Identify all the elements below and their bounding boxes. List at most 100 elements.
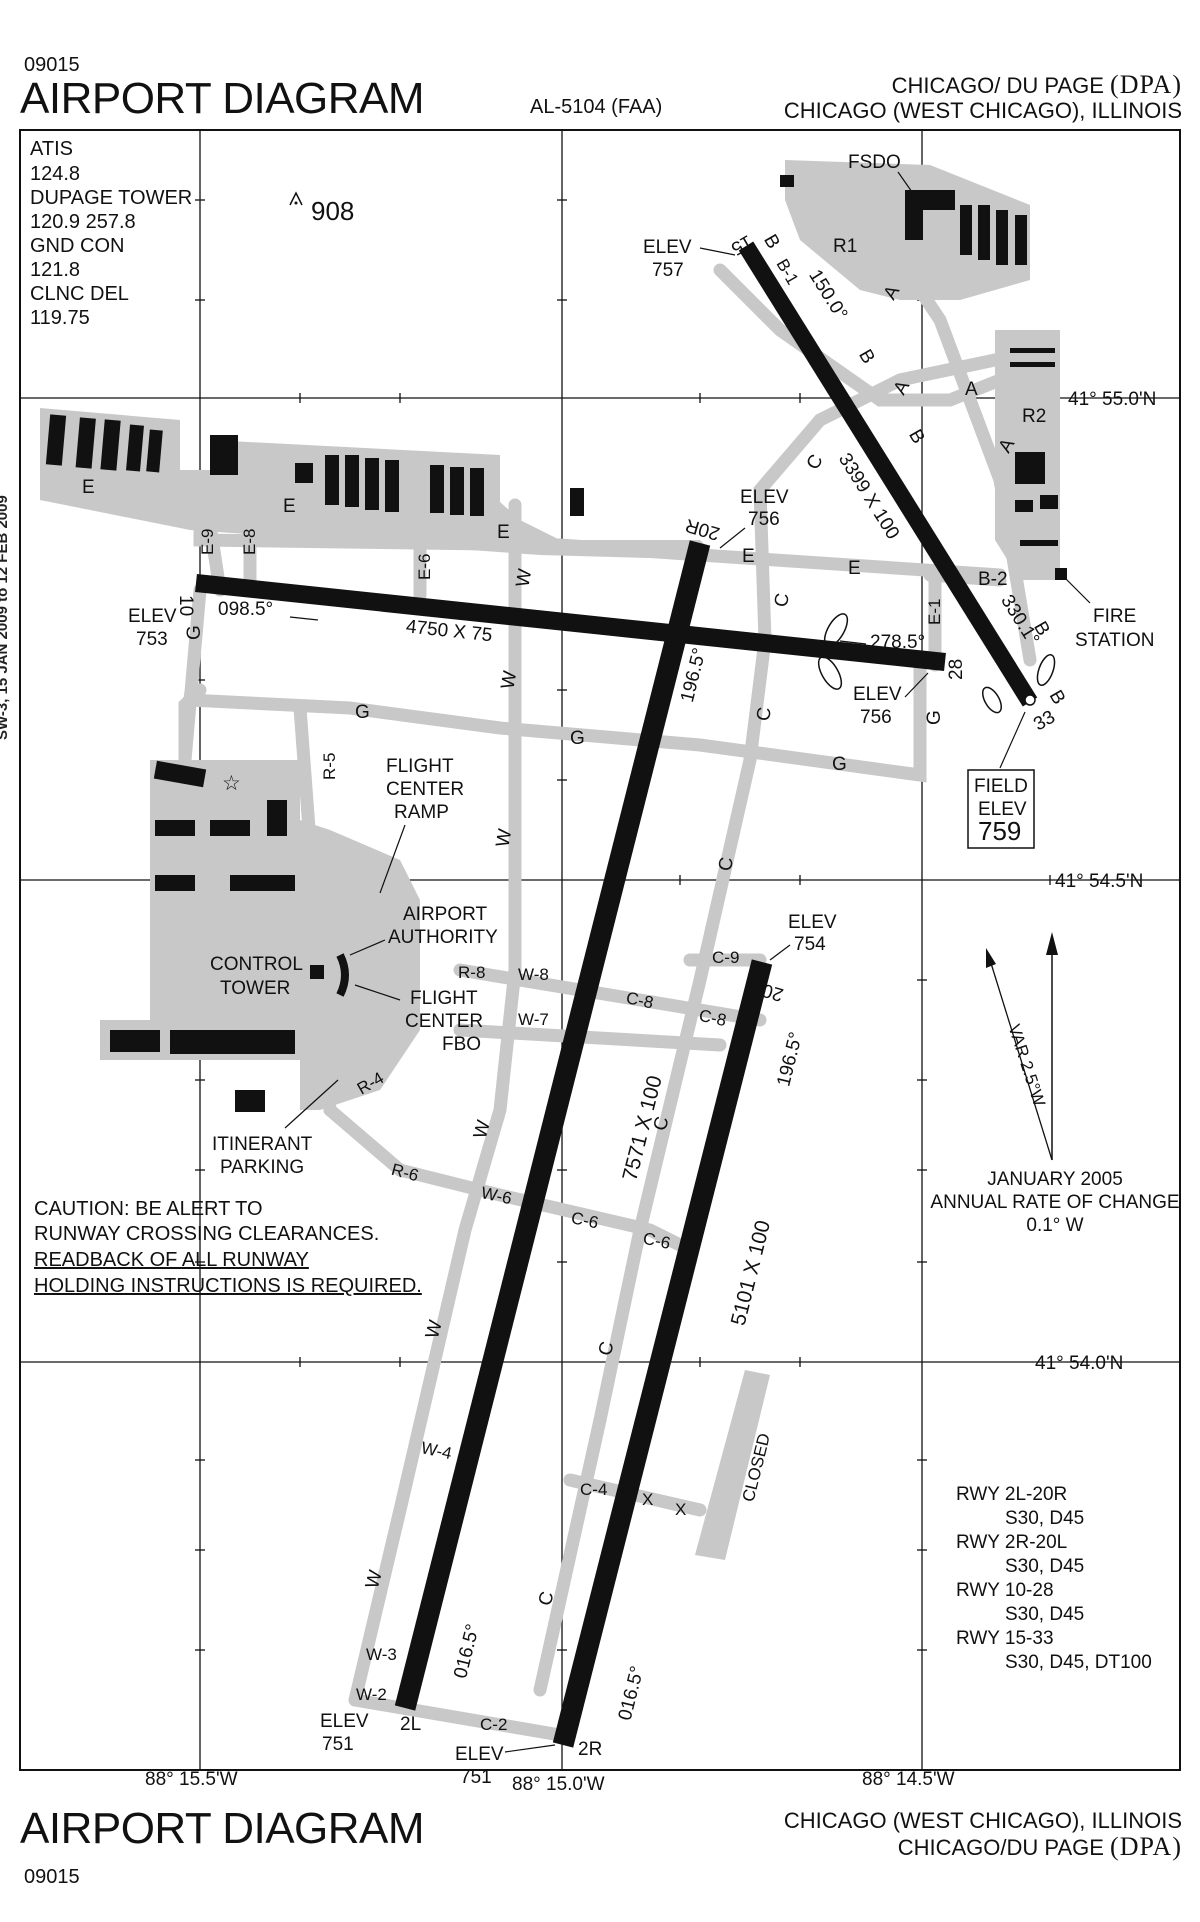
twy-label-g-2: G — [355, 702, 370, 723]
flight-center-fbo-line2: CENTER — [405, 1011, 483, 1032]
taxiways — [178, 223, 1037, 1742]
twy-label-w2: W-2 — [356, 1685, 387, 1704]
twy-label-r2: R2 — [1022, 406, 1046, 427]
caution-line-2: READBACK OF ALL RUNWAY — [34, 1249, 309, 1271]
twy-label-e6: E-6 — [415, 554, 434, 580]
rwy-28-hdg-arrow — [839, 640, 867, 645]
elev-rwy20l-leader — [769, 944, 791, 961]
strength-line-4: RWY 10-28 — [956, 1580, 1054, 1601]
control-tower-line2: TOWER — [220, 978, 290, 999]
taxiway-r5 — [293, 701, 337, 1117]
lat-label-3: 41° 54.0'N — [1035, 1353, 1123, 1374]
fsdo-label: FSDO — [848, 152, 901, 173]
twy-label-w3: W-3 — [366, 1645, 397, 1664]
rwy-2l-hdg: 016.5° — [450, 1622, 484, 1681]
fire-station-line1: FIRE — [1093, 606, 1136, 627]
elev-rwy20r-value: 756 — [748, 509, 780, 530]
elev-rwy20r-leader — [719, 527, 746, 549]
rwy-2r-20l-dims: 5101 X 100 — [727, 1218, 775, 1328]
airport-name-bottom: CHICAGO/DU PAGE (DPA) — [898, 1832, 1182, 1862]
elev-rwy20r-label: ELEV — [740, 487, 789, 508]
twy-label-e8: E-8 — [240, 529, 259, 555]
comms-line-4: GND CON — [30, 235, 124, 257]
facility-labels: FSDO FIRE STATION FLIGHT CENTER RAMP AIR… — [210, 152, 1155, 1178]
rwy-20l-hdg: 196.5° — [773, 1030, 807, 1089]
comms-line-3: 120.9 257.8 — [30, 211, 136, 233]
twy-label-c9: C-9 — [712, 948, 739, 967]
field-elev-line1: FIELD — [974, 776, 1028, 797]
taxiway-w — [348, 498, 522, 1707]
field-elev-value: 759 — [978, 816, 1021, 846]
comms-line-5: 121.8 — [30, 259, 80, 281]
twy-label-b-3: B — [904, 426, 929, 447]
caution-line-3: HOLDING INSTRUCTIONS IS REQUIRED. — [34, 1275, 422, 1297]
twy-label-e9: E-9 — [198, 529, 217, 555]
elev-rwy28-value: 756 — [860, 707, 892, 728]
taxiway-c2 — [348, 1693, 567, 1742]
twy-label-e1: E-1 — [925, 599, 944, 625]
twy-label-b-5: B — [1045, 687, 1070, 708]
variation-line-1: ANNUAL RATE OF CHANGE — [930, 1192, 1179, 1213]
twy-label-w4: W-4 — [419, 1438, 453, 1463]
elev-rwy10-label: ELEV — [128, 606, 177, 627]
airport-name: CHICAGO/ DU PAGE — [891, 73, 1104, 98]
lon-label-2: 88° 15.0'W — [512, 1774, 605, 1795]
closed-runway — [695, 1370, 770, 1560]
rwy-10-hdg-arrow — [289, 616, 319, 621]
obstacle-height: 908 — [311, 196, 354, 226]
twy-label-g-5: G — [924, 710, 945, 725]
strength-line-0: RWY 2L-20R — [956, 1484, 1067, 1505]
taxiway-w8-c8 — [453, 963, 767, 1027]
taxiway-b-east — [873, 223, 1037, 667]
airport-name-top: CHICAGO/ DU PAGE (DPA) — [892, 70, 1182, 100]
caution-line-1: RUNWAY CROSSING CLEARANCES. — [34, 1223, 379, 1245]
flight-center-ramp-leader — [379, 824, 406, 894]
airport-authority-line2: AUTHORITY — [388, 927, 498, 948]
strength-line-5: S30, D45 — [1005, 1604, 1084, 1625]
itinerant-parking-line2: PARKING — [220, 1157, 304, 1178]
city-state-top: CHICAGO (WEST CHICAGO), ILLINOIS — [783, 98, 1182, 123]
elev-rwy28-label: ELEV — [853, 684, 902, 705]
map-frame — [19, 129, 1181, 1771]
taxiway-c — [533, 413, 827, 1697]
twy-label-e-2: E — [283, 496, 296, 517]
twy-label-b2: B-2 — [978, 569, 1008, 590]
airport-authority-line1: AIRPORT — [403, 904, 488, 925]
runways — [195, 241, 1038, 1748]
twy-label-w-6: W — [362, 1568, 387, 1591]
twy-label-c-6: C — [595, 1339, 619, 1358]
wind-cone-icon-3 — [1036, 654, 1056, 686]
twy-label-r1: R1 — [833, 236, 857, 257]
lat-label-1: 41° 55.0'N — [1068, 389, 1156, 410]
twy-label-w-4: W — [470, 1118, 495, 1141]
comms-line-2: DUPAGE TOWER — [30, 187, 192, 209]
al-number: AL-5104 (FAA) — [530, 96, 663, 118]
city-state-bottom: CHICAGO (WEST CHICAGO), ILLINOIS — [783, 1808, 1182, 1833]
buildings — [45, 175, 1067, 1112]
twy-label-e-1: E — [82, 477, 95, 498]
twy-label-e-3: E — [497, 522, 510, 543]
lon-label-1: 88° 15.5'W — [145, 1769, 238, 1790]
obstacle-icon — [289, 191, 303, 206]
variation-line-0: JANUARY 2005 — [987, 1169, 1123, 1190]
elev-rwy15-value: 757 — [652, 260, 684, 281]
twy-label-w-3: W — [493, 827, 517, 848]
title-bottom: AIRPORT DIAGRAM — [20, 1804, 425, 1853]
itinerant-parking-line1: ITINERANT — [212, 1134, 313, 1155]
field-elev-marker — [1024, 694, 1036, 706]
twy-label-e-4: E — [742, 546, 755, 567]
twy-label-w-1: W — [513, 567, 537, 588]
rwy-end-20r: 20R — [683, 514, 722, 544]
twy-label-w8: W-8 — [518, 965, 549, 984]
elev-rwy2l-value: 751 — [322, 1734, 354, 1755]
elev-rwy20l-value: 754 — [794, 934, 826, 955]
twy-label-g-4: G — [832, 754, 847, 775]
twy-label-c-2: C — [771, 592, 794, 609]
elev-rwy2r-label: ELEV — [455, 1744, 504, 1765]
flight-center-ramp-line3: RAMP — [394, 802, 449, 823]
twy-label-r8: R-8 — [458, 963, 485, 982]
elevation-labels: ELEV 753 ELEV 756 ELEV 756 ELEV 757 ELEV… — [128, 237, 929, 1788]
twy-label-g-3: G — [570, 728, 585, 749]
itinerant-parking-leader — [284, 1079, 339, 1129]
taxiway-g-west — [178, 683, 207, 767]
